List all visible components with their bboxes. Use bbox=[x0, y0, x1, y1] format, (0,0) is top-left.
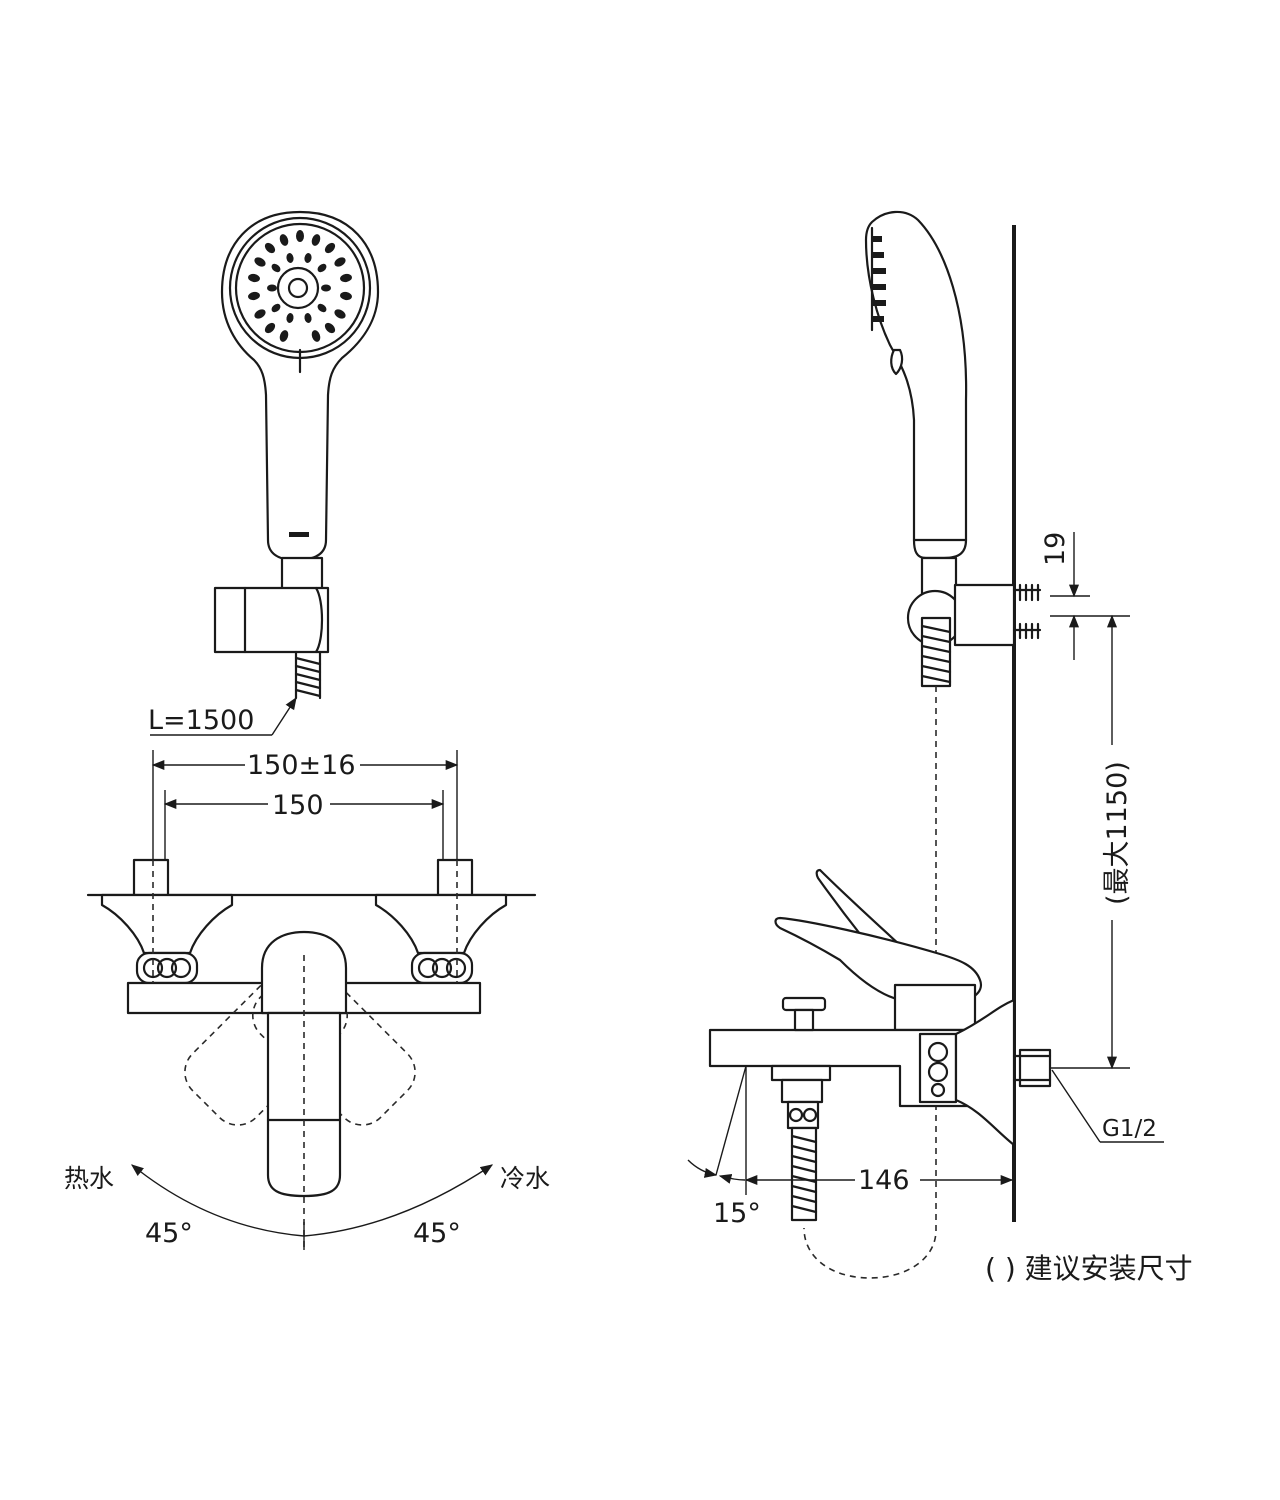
diverter-knob bbox=[781, 996, 827, 1032]
hot-water-label: 热水 bbox=[64, 1164, 114, 1193]
connection-thread-label: G1/2 bbox=[1102, 1116, 1157, 1142]
side-view: 19 (最大1150) bbox=[687, 210, 1164, 1279]
eccentric-nut-right bbox=[410, 951, 474, 985]
right-angle-label: 45° bbox=[413, 1218, 461, 1249]
spout-angle-label: 15° bbox=[713, 1198, 761, 1229]
cold-water-label: 冷水 bbox=[500, 1164, 550, 1193]
center-distance-label: 150 bbox=[272, 790, 324, 821]
installation-note: ( ) 建议安装尺寸 bbox=[985, 1252, 1193, 1285]
max-height-label: (最大1150) bbox=[1102, 761, 1133, 905]
left-angle-label: 45° bbox=[145, 1218, 193, 1249]
spray-nozzles bbox=[248, 230, 352, 342]
front-view: L=1500 150±16 150 bbox=[64, 210, 550, 1250]
mixer-lever-side bbox=[774, 868, 983, 1032]
shower-holder-front bbox=[213, 556, 330, 700]
holder-spacing-label: 19 bbox=[1040, 532, 1071, 566]
center-distance-tolerance-label: 150±16 bbox=[247, 750, 356, 781]
hand-shower-front bbox=[220, 210, 380, 562]
hose-length-label: L=1500 bbox=[148, 705, 254, 736]
mixer-body-side bbox=[708, 998, 1052, 1147]
shower-holder-side bbox=[906, 556, 1042, 688]
outlet-projection-label: 146 bbox=[858, 1165, 910, 1196]
hand-shower-side bbox=[864, 210, 968, 560]
eccentric-nut-left bbox=[135, 951, 199, 985]
